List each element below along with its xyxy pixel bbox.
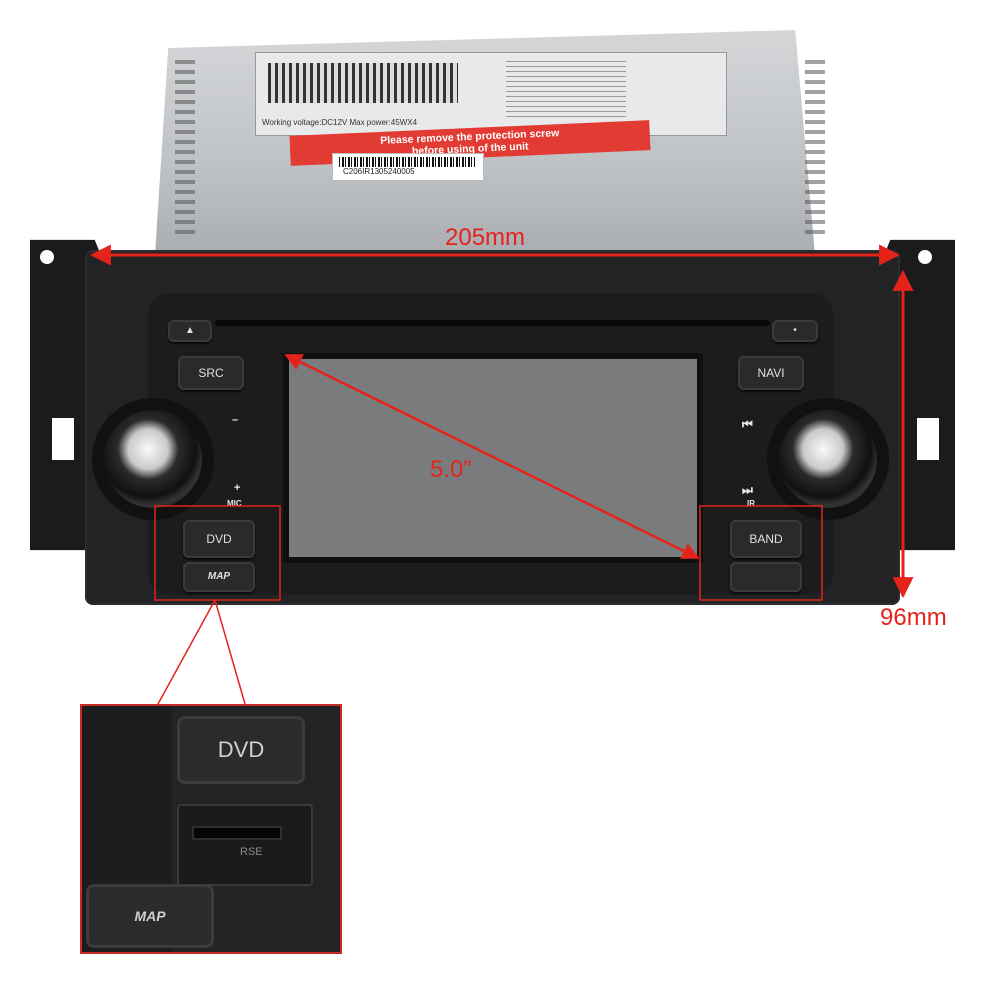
volume-knob[interactable] (104, 410, 202, 508)
right-highlight-box (699, 505, 823, 601)
connector-diagram (268, 63, 458, 103)
next-track-icon: ⏭ (742, 483, 753, 497)
callout-line-left (157, 599, 216, 705)
serial-number: C206IR1305240005 (343, 167, 415, 176)
barcode-sticker: C206IR1305240005 (332, 153, 484, 181)
screen-size-label: 5.0” (430, 456, 472, 483)
rse-label: RSE (240, 846, 263, 858)
vent-holes-left (175, 60, 195, 240)
barcode (339, 157, 475, 167)
inset-map-button: MAP (86, 884, 214, 948)
reset-button[interactable]: • (772, 320, 818, 342)
dvd-button[interactable]: DVD (183, 520, 255, 558)
ir-label: IR (747, 499, 755, 508)
zoom-inset: DVD RSE MAP (80, 704, 342, 954)
bracket-slot (917, 418, 939, 460)
disc-slot (215, 320, 770, 326)
sd-card-slot (192, 826, 282, 840)
inset-dvd-button: DVD (177, 716, 305, 784)
mount-hole (40, 250, 54, 264)
bracket-slot (52, 418, 74, 460)
voltage-text: Working voltage:DC12V Max power:45WX4 (262, 118, 418, 127)
volume-up-label: + (234, 482, 241, 494)
band-button[interactable]: BAND (730, 520, 802, 558)
tune-knob[interactable] (779, 410, 877, 508)
width-label: 205mm (445, 224, 526, 251)
height-label: 96mm (880, 604, 947, 631)
vent-holes-right (805, 60, 825, 240)
pin-list (506, 61, 626, 121)
navi-button[interactable]: NAVI (738, 356, 804, 390)
left-highlight-box (154, 505, 281, 601)
callout-line-right (214, 599, 246, 705)
eject-button[interactable]: ▲ (168, 320, 212, 342)
diagonal-arrow (284, 353, 700, 560)
sd-port-cover (177, 804, 313, 886)
map-button[interactable]: MAP (183, 562, 255, 592)
src-button[interactable]: SRC (178, 356, 244, 390)
mount-hole (918, 250, 932, 264)
mic-label: MIC (227, 499, 242, 508)
blank-button[interactable] (730, 562, 802, 592)
volume-down-label: – (232, 414, 239, 426)
prev-track-icon: ⏮ (742, 417, 753, 431)
